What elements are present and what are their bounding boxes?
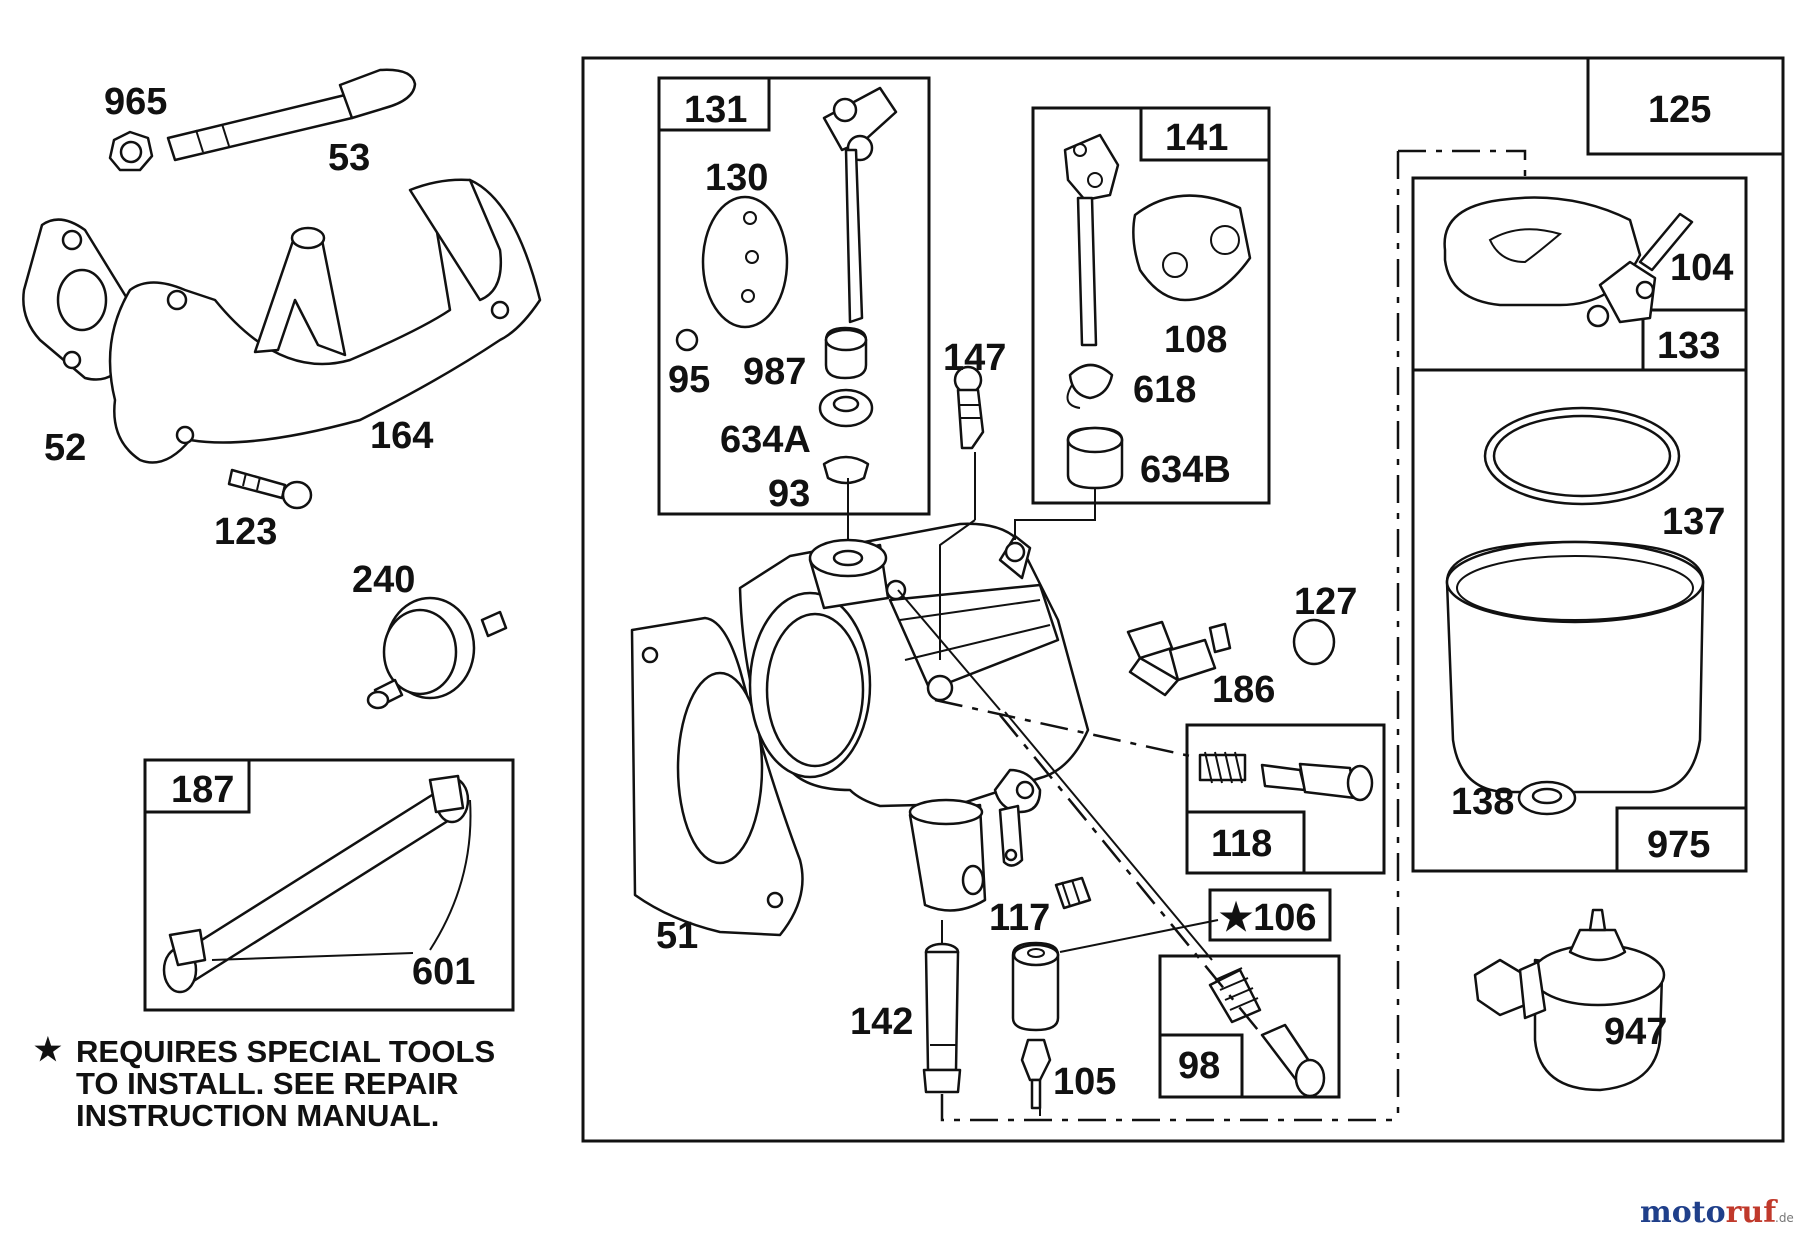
- label-142: 142: [850, 1001, 913, 1043]
- label-618: 618: [1133, 369, 1196, 411]
- label-98: 98: [1178, 1045, 1220, 1087]
- watermark-suffix: .de: [1775, 1211, 1794, 1225]
- label-601: 601: [412, 951, 475, 993]
- label-634B: 634B: [1140, 449, 1231, 491]
- label-104: 104: [1670, 247, 1733, 289]
- label-52: 52: [44, 427, 86, 469]
- kit-125-air-filter: [1396, 56, 1785, 1120]
- part-52-gasket: [22, 218, 135, 381]
- label-947: 947: [1604, 1011, 1667, 1053]
- note-line-1: REQUIRES SPECIAL TOOLS: [76, 1034, 495, 1069]
- svg-text:motoruf: motoruf: [1640, 1195, 1778, 1230]
- part-51-gasket: [630, 616, 804, 937]
- label-51: 51: [656, 915, 698, 957]
- part-123-screw: [227, 468, 313, 510]
- part-117-spring: [1054, 876, 1092, 910]
- watermark-logo: motoruf .de: [1640, 1195, 1794, 1230]
- label-117: 117: [989, 897, 1050, 939]
- label-130: 130: [705, 157, 768, 199]
- label-106: ★106: [1219, 897, 1316, 939]
- label-93: 93: [768, 473, 810, 515]
- note-star-icon: ★: [34, 1032, 62, 1067]
- label-141: 141: [1165, 117, 1228, 159]
- part-147-screw: [953, 365, 985, 450]
- part-105-needle: [1011, 941, 1060, 1110]
- label-131: 131: [684, 89, 747, 131]
- note-line-3: INSTRUCTION MANUAL.: [76, 1098, 439, 1133]
- carburetor-body: [738, 522, 1090, 912]
- label-240: 240: [352, 559, 415, 601]
- part-127-cap: [1292, 618, 1336, 666]
- part-142: [922, 942, 962, 1094]
- label-108: 108: [1164, 319, 1227, 361]
- part-240-fuel-filter: [366, 596, 508, 710]
- part-53-fitting: [166, 68, 417, 162]
- part-965-nut: [108, 130, 154, 172]
- label-95: 95: [668, 359, 710, 401]
- part-164-intake-manifold: [108, 178, 542, 464]
- label-53: 53: [328, 137, 370, 179]
- watermark-part-2: ruf: [1726, 1195, 1779, 1230]
- main-carburetor-frame: [581, 56, 1785, 1143]
- label-975: 975: [1647, 824, 1710, 866]
- labels: 965 53 52 164 123 240 187 601 131 130 95…: [44, 81, 1733, 1103]
- kit-98: [1158, 954, 1341, 1099]
- kit-131-choke: [657, 76, 931, 516]
- part-106-label-box: [1208, 888, 1332, 942]
- part-947-solenoid: [1473, 908, 1666, 1092]
- label-123: 123: [214, 511, 277, 553]
- special-tools-note: ★ REQUIRES SPECIAL TOOLS TO INSTALL. SEE…: [34, 1032, 495, 1133]
- label-137: 137: [1662, 501, 1725, 543]
- part-186-elbow: [1126, 620, 1232, 697]
- kit-187-fuel-line: [143, 758, 515, 1012]
- label-127: 127: [1294, 581, 1357, 623]
- label-125: 125: [1648, 89, 1711, 131]
- label-118: 118: [1211, 823, 1272, 865]
- label-147: 147: [943, 337, 1006, 379]
- label-133: 133: [1657, 325, 1720, 367]
- kit-141-throttle: [1031, 106, 1271, 505]
- kit-118: [1185, 723, 1386, 875]
- label-105: 105: [1053, 1061, 1116, 1103]
- label-634A: 634A: [720, 419, 811, 461]
- label-987: 987: [743, 351, 806, 393]
- leader-lines: [847, 452, 1398, 1122]
- label-965: 965: [104, 81, 167, 123]
- watermark-part-1: moto: [1640, 1195, 1726, 1230]
- note-line-2: TO INSTALL. SEE REPAIR: [76, 1066, 458, 1101]
- label-187: 187: [171, 769, 234, 811]
- label-164: 164: [370, 415, 433, 457]
- label-186: 186: [1212, 669, 1275, 711]
- label-138: 138: [1451, 781, 1514, 823]
